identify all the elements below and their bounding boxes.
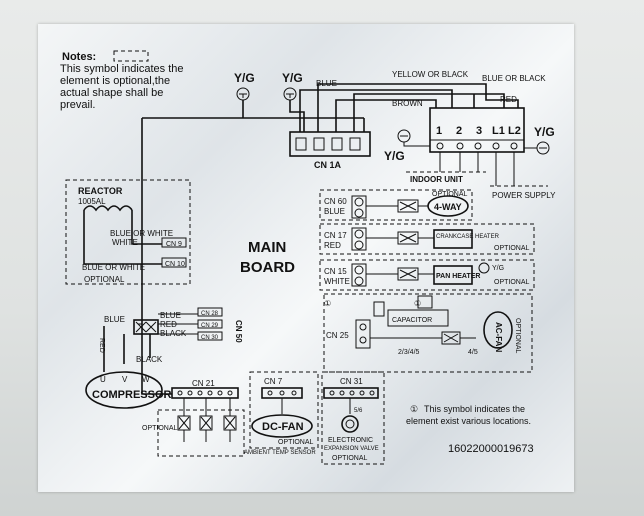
electronic-label: ELECTRONIC [328,437,373,444]
ground-wires [242,100,305,132]
wire-label-brown: BROWN [392,99,423,108]
compressor-wire-blue-2: BLUE [160,311,181,320]
notes-line-4: prevail. [60,99,95,111]
terminal-l1: L1 [492,125,505,137]
various-marker-1: ① [324,299,331,308]
part-number: 16022000019673 [448,443,534,455]
various-note-line-2: element exist various locations. [406,416,531,426]
compressor-phase-w: W [142,375,150,384]
ac-fan-pins-long: 2/3/4/5 [398,349,420,356]
ground-symbol-terminal: Y/G [384,129,430,163]
terminal-l2: L2 [508,125,521,137]
ambient-sensor-label: AMBIENT TEMP SENSOR [244,450,316,456]
svg-text:Y/G: Y/G [384,149,405,163]
ground-symbol-left: Y/G [234,71,255,101]
compressor-wire-blue: BLUE [104,315,125,324]
various-note-marker: ① [410,404,418,414]
ac-fan-group: CN 25 ① ① CAPACITOR AC-FAN 2/3/4/5 4/5 O… [323,293,533,373]
connector-cn50: CN 50 [234,320,243,343]
terminal-2: 2 [456,125,462,137]
notes-line-3: actual shape shall be [60,87,163,99]
valve-optional: OPTIONAL [332,455,368,462]
cn17-wire-color: RED [324,241,341,250]
ground-symbol-power: Y/G [524,125,555,155]
cn60-wire-color: BLUE [324,207,345,216]
notes-line-2: element is optional,the [60,75,170,87]
connector-cn31: CN 31 [340,377,363,386]
wire-label-yellow-black: YELLOW OR BLACK [392,70,469,79]
valve-pins: 5/6 [354,408,363,414]
terminal-block: 1 2 3 L1 L2 [429,107,525,153]
pan-heater-label: PAN HEATER [436,273,480,280]
compressor-wire-black-2: BLACK [136,355,163,364]
compressor-group: BLUE BLUE RED BLACK CN 28 CN 29 CN 30 CN… [85,307,243,409]
connector-cn25: CN 25 [326,331,349,340]
notes-heading: Notes: [62,51,96,63]
dc-fan-label: DC-FAN [262,421,304,433]
crankcase-heater-label: CRANKCASE HEATER [436,234,500,240]
compressor-phase-v: V [122,375,128,384]
ac-fan-optional: OPTIONAL [514,318,521,354]
crankcase-optional: OPTIONAL [494,245,530,252]
connector-cn10: CN 10 [165,261,185,268]
connector-cn1a-label: CN 1A [314,160,342,170]
reactor-wire-color-1: BLUE OR WHITE [110,229,173,238]
pan-heater-ground: Y/G [492,265,504,272]
svg-text:Y/G: Y/G [534,125,555,139]
optional-symbol-sample [113,50,149,62]
svg-text:Y/G: Y/G [282,71,303,85]
expansion-valve-group: CN 31 5/6 ELECTRONIC EXPANSION VALVE OPT… [321,371,385,465]
cn21-sensor-group: CN 21 OPTIONAL AMBIENT TEMP SENSOR [142,379,316,457]
pan-heater-group: CN 15 WHITE PAN HEATER Y/G OPTIONAL [319,259,535,291]
main-board-title-line1: MAIN [248,239,286,256]
notes-block: Notes: This symbol indicates the element… [60,50,184,111]
connector-cn9: CN 9 [166,241,182,248]
wire-label-blue-black: BLUE OR BLACK [482,74,546,83]
compressor-phase-u: U [100,375,106,384]
crankcase-heater-group: CN 17 RED CRANKCASE HEATER OPTIONAL [319,223,535,255]
ac-fan-label: AC-FAN [494,322,503,352]
connector-cn60: CN 60 [324,197,347,206]
wiring-diagram: Notes: This symbol indicates the element… [60,50,556,465]
svg-text:Y/G: Y/G [234,71,255,85]
compressor-wire-red-2: RED [98,338,105,353]
connector-cn1a: CN 1A [289,131,371,170]
expansion-valve-label: EXPANSION VALVE [324,446,379,452]
four-way-optional: OPTIONAL [432,191,468,198]
ground-symbol-right: Y/G [282,71,303,101]
dc-fan-optional: OPTIONAL [278,439,314,446]
reactor-wire-color-2: BLUE OR WHITE [82,263,145,272]
four-way-label: 4-WAY [434,202,462,212]
reactor-label: REACTOR [78,186,123,196]
capacitor-label: CAPACITOR [392,317,432,324]
compressor-label: COMPRESSOR [92,389,172,401]
connector-cn17: CN 17 [324,231,347,240]
reactor-optional: OPTIONAL [84,275,125,284]
indoor-unit-label: INDOOR UNIT [410,175,463,184]
connector-cn7: CN 7 [264,377,283,386]
reactor-block: REACTOR 1005AL BLUE OR WHITE WHITE BLUE … [65,179,191,285]
reactor-spec: 1005AL [78,197,106,206]
four-way-valve-group: CN 60 BLUE 4-WAY OPTIONAL [319,189,473,221]
ac-fan-pins: 4/5 [468,349,478,356]
reactor-wire-color-white: WHITE [112,238,138,247]
pan-heater-optional: OPTIONAL [494,279,530,286]
notes-line-1: This symbol indicates the [60,63,184,75]
cn15-wire-color: WHITE [324,277,350,286]
various-marker-2: ① [414,299,421,308]
connector-cn15: CN 15 [324,267,347,276]
wiring-diagram-label: Notes: This symbol indicates the element… [38,24,574,492]
sensor-optional: OPTIONAL [142,425,178,432]
terminal-1: 1 [436,125,442,137]
connector-cn28: CN 28 [201,311,219,317]
connector-cn29: CN 29 [201,323,219,329]
various-note-line-1: This symbol indicates the [424,404,525,414]
connector-cn21: CN 21 [192,379,215,388]
main-board-title-line2: BOARD [240,259,295,276]
power-supply-label: POWER SUPPLY [492,191,556,200]
dc-fan-group: CN 7 DC-FAN OPTIONAL [249,371,319,449]
terminal-3: 3 [476,125,482,137]
connector-cn30: CN 30 [201,335,219,341]
